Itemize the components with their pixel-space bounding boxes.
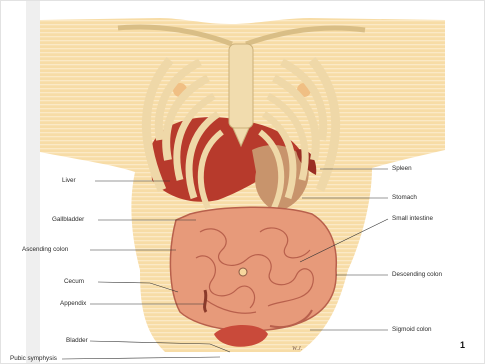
figure-border	[0, 0, 485, 364]
anatomy-figure: W.J. Liver Gallbladder Ascending colon C…	[0, 0, 485, 364]
